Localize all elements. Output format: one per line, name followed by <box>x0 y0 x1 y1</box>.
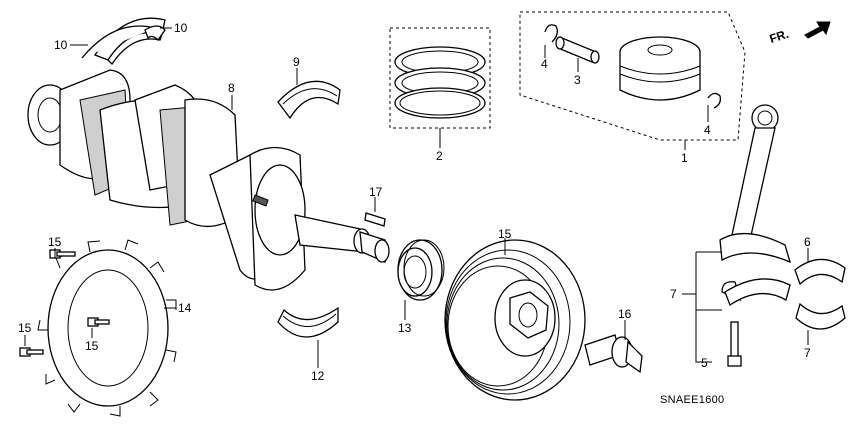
callout-5: 5 <box>701 356 708 370</box>
callout-12: 13 <box>398 321 412 335</box>
callout-16: 16 <box>618 307 632 321</box>
sprocket-icon <box>397 239 445 301</box>
callout-2: 2 <box>436 149 443 163</box>
callout-14: 15 <box>498 227 512 241</box>
bolt-icon <box>584 334 643 374</box>
callout-7: 7 <box>804 346 811 360</box>
diagram-code: SNAEE1600 <box>660 394 725 406</box>
bearing-icon <box>794 258 846 330</box>
callout-15: 15 <box>48 235 62 249</box>
piston-icon <box>519 11 746 141</box>
callout-6: 7 <box>670 287 677 301</box>
callout-13: 14 <box>178 301 192 315</box>
connecting-rod-icon <box>719 104 792 306</box>
pulley-icon <box>444 239 586 401</box>
callout-15: 15 <box>85 339 99 353</box>
callout-4: 4 <box>541 57 548 71</box>
piston-ring-icon <box>389 27 491 129</box>
leader-lines <box>24 27 809 368</box>
front-arrow-icon <box>804 21 831 39</box>
crankshaft-icon <box>27 69 390 291</box>
callout-7: 6 <box>804 235 811 249</box>
callout-8: 8 <box>228 81 235 95</box>
callout-1: 1 <box>681 151 688 165</box>
bearing-icon <box>277 306 339 338</box>
callout-3: 3 <box>574 73 581 87</box>
callout-9: 9 <box>293 55 300 69</box>
callout-15: 15 <box>18 321 32 335</box>
drive-plate-icon <box>37 239 177 417</box>
callout-10: 10 <box>54 38 68 52</box>
callout-10: 10 <box>174 21 188 35</box>
callout-17: 17 <box>369 185 383 199</box>
bearing-icon <box>277 80 341 120</box>
woodruff-key-icon <box>364 212 386 227</box>
thrust-washer-icon <box>81 17 166 66</box>
callout-11: 12 <box>311 369 325 383</box>
callout-4: 4 <box>704 123 711 137</box>
bolt-icon <box>727 321 742 367</box>
